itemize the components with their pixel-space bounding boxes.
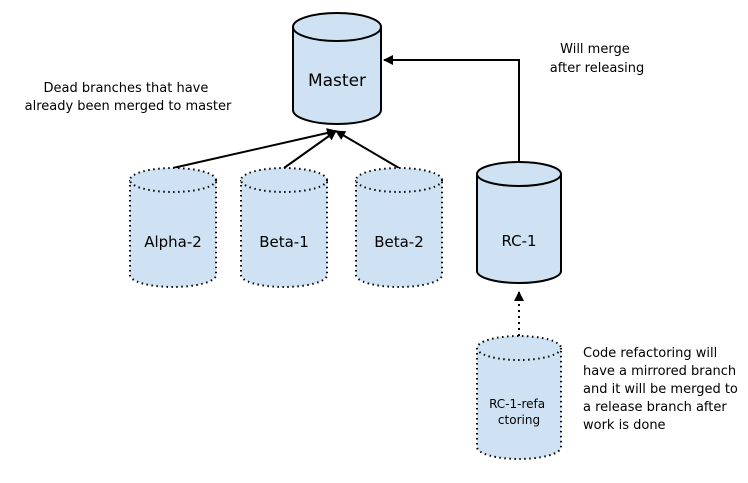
rc-1-refactoring-branch-node: RC-1-refa ctoring <box>476 335 562 460</box>
code-refactoring-line-5: work is done <box>583 418 666 433</box>
master-cylinder-top <box>292 12 382 42</box>
alpha-2-cylinder-body <box>129 180 217 288</box>
rc-1-label: RC-1 <box>501 232 536 250</box>
edge-alpha-2-to-master <box>172 128 337 169</box>
master-cylinder-body <box>292 27 382 125</box>
rc-1-refactoring-label-line-2: ctoring <box>498 413 540 427</box>
alpha-2-label: Alpha-2 <box>144 233 202 251</box>
beta-1-label: Beta-1 <box>259 233 309 251</box>
will-merge-annotation: Will merge after releasing <box>550 42 644 76</box>
edge-beta-1-to-master <box>283 130 337 169</box>
edges <box>172 55 524 336</box>
will-merge-line-2: after releasing <box>550 61 644 76</box>
code-refactoring-line-4: a release branch after <box>583 400 727 415</box>
beta-1-branch-node: Beta-1 <box>240 167 328 288</box>
rc-1-branch-node: RC-1 <box>476 161 562 284</box>
code-refactoring-line-2: have a mirrored branch <box>583 364 736 379</box>
master-branch-node: Master <box>292 12 382 125</box>
beta-1-cylinder-body <box>240 180 328 288</box>
beta-1-cylinder-top <box>240 167 328 193</box>
beta-2-cylinder-top <box>355 167 443 193</box>
code-refactoring-line-1: Code refactoring will <box>583 346 717 361</box>
code-refactoring-line-3: and it will be merged to <box>583 382 738 397</box>
rc-1-refactoring-label: RC-1-refa ctoring <box>489 397 549 427</box>
rc-1-refactoring-cylinder-top <box>476 335 562 361</box>
dead-branches-line-2: already been merged to master <box>25 99 232 114</box>
beta-2-cylinder-body <box>355 180 443 288</box>
rc-1-refactoring-label-line-1: RC-1-refa <box>489 397 545 411</box>
alpha-2-branch-node: Alpha-2 <box>129 167 217 288</box>
rc-1-refactoring-cylinder-body <box>476 348 562 460</box>
edge-rc-1-to-master <box>383 55 520 162</box>
code-refactoring-annotation: Code refactoring will have a mirrored br… <box>583 346 742 433</box>
will-merge-line-1: Will merge <box>560 42 630 57</box>
beta-2-label: Beta-2 <box>374 233 424 251</box>
rc-1-cylinder-body <box>476 174 562 284</box>
master-label: Master <box>308 71 366 91</box>
alpha-2-cylinder-top <box>129 167 217 193</box>
rc-1-cylinder-top <box>476 161 562 187</box>
dead-branches-line-1: Dead branches that have <box>43 81 208 96</box>
edge-beta-2-to-master <box>335 130 400 169</box>
beta-2-branch-node: Beta-2 <box>355 167 443 288</box>
dead-branches-annotation: Dead branches that have already been mer… <box>25 81 232 114</box>
